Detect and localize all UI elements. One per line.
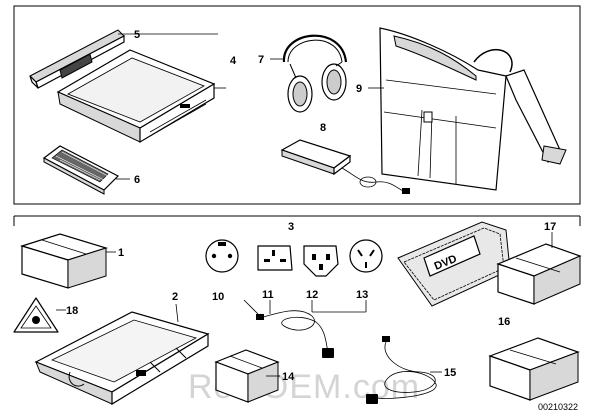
callout-9: 9 bbox=[356, 83, 362, 95]
headphones-part bbox=[282, 34, 348, 113]
callout-8: 8 bbox=[320, 122, 326, 134]
callout-3: 3 bbox=[288, 221, 294, 233]
callout-1: 1 bbox=[118, 247, 124, 259]
mounting-bracket-part bbox=[34, 311, 210, 406]
box-17-part bbox=[496, 243, 582, 305]
callout-2: 2 bbox=[172, 291, 178, 303]
callout-7: 7 bbox=[258, 54, 264, 66]
callout-14: 14 bbox=[282, 371, 295, 383]
dvd-case-part: DVD bbox=[397, 221, 511, 307]
callout-5: 5 bbox=[134, 29, 140, 41]
callout-6: 6 bbox=[134, 174, 140, 186]
power-adapter-part bbox=[280, 139, 410, 194]
callout-11: 11 bbox=[262, 289, 274, 301]
callout-17: 17 bbox=[544, 221, 556, 233]
box-16-part bbox=[488, 337, 580, 401]
warning-sticker-part bbox=[13, 297, 59, 333]
callout-16: 16 bbox=[498, 316, 510, 328]
carry-bag-part bbox=[379, 27, 567, 191]
callout-4: 4 bbox=[230, 55, 237, 67]
dvd-monitor-part bbox=[56, 49, 216, 144]
upper-section-frame bbox=[13, 5, 581, 205]
leader-10 bbox=[243, 299, 261, 317]
callout-15: 15 bbox=[444, 367, 456, 379]
lower-section-bracket bbox=[13, 215, 581, 226]
box-14-part bbox=[214, 349, 280, 403]
cable-15-part bbox=[366, 336, 437, 404]
callout-18: 18 bbox=[66, 305, 78, 317]
cable-10-11-part bbox=[256, 310, 334, 358]
leader-2 bbox=[175, 303, 179, 323]
callout-10: 10 bbox=[212, 291, 224, 303]
remote-control-part bbox=[42, 145, 120, 195]
screen-bar-part bbox=[29, 29, 125, 89]
callout-13: 13 bbox=[356, 289, 368, 301]
reference-code: 00210322 bbox=[538, 402, 578, 412]
box-1-part bbox=[19, 233, 109, 289]
plug-adapters-part bbox=[205, 239, 383, 277]
callout-12: 12 bbox=[306, 289, 318, 301]
